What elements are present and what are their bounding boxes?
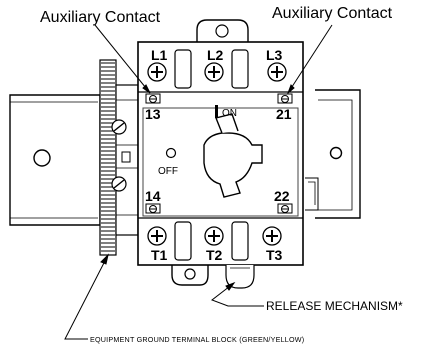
terminal-label-t1: T1: [151, 247, 168, 263]
ground-screw-icon: [111, 119, 127, 135]
aux-terminal-label-14: 14: [145, 188, 161, 204]
din-rail-left: [9, 94, 101, 226]
ground-screw-icon: [111, 176, 127, 192]
ground-terminal-block: [99, 59, 139, 256]
aux-screw-icon: [277, 203, 293, 214]
terminal-label-l1: L1: [151, 47, 168, 63]
leader-lines: [64, 24, 333, 340]
aux-screws: [145, 93, 293, 214]
terminal-label-t3: T3: [266, 247, 283, 263]
rotary-switch-knob[interactable]: [203, 113, 263, 198]
aux-terminal-label-22: 22: [274, 188, 290, 204]
release-mechanism-label: RELEASE MECHANISM*: [266, 299, 403, 313]
aux-contact-right-label: Auxiliary Contact: [272, 5, 393, 22]
screw-icon: [204, 62, 224, 82]
aux-screw-icon: [277, 93, 293, 104]
screw-icon: [204, 226, 224, 246]
switch-indicators: [165, 105, 218, 159]
screw-icon: [147, 226, 167, 246]
release-mechanism: [225, 265, 255, 289]
terminal-label-t2: T2: [206, 247, 223, 263]
off-label: OFF: [158, 166, 178, 177]
screw-icon: [262, 226, 282, 246]
aux-terminal-label-13: 13: [145, 106, 161, 122]
rail-hole-icon: [329, 146, 343, 160]
on-label: ON: [222, 108, 237, 119]
ground-block-label: EQUIPMENT GROUND TERMINAL BLOCK (GREEN/Y…: [90, 335, 304, 344]
load-terminal-row: [147, 221, 282, 261]
screw-icon: [267, 62, 287, 82]
terminal-label-l2: L2: [207, 47, 224, 63]
screw-icon: [147, 62, 167, 82]
off-indicator-icon: [165, 147, 177, 159]
aux-terminal-label-21: 21: [276, 106, 292, 122]
mount-hole-icon: [215, 24, 229, 38]
aux-contact-left-label: Auxiliary Contact: [40, 9, 161, 26]
rail-hole-icon: [33, 149, 51, 167]
mount-hole-icon: [184, 268, 196, 280]
aux-screw-icon: [145, 93, 161, 104]
line-terminal-row: [147, 49, 287, 89]
din-rail-right: [305, 89, 361, 219]
terminal-label-l3: L3: [266, 47, 283, 63]
aux-screw-icon: [145, 203, 161, 214]
on-indicator-icon: [215, 105, 218, 118]
